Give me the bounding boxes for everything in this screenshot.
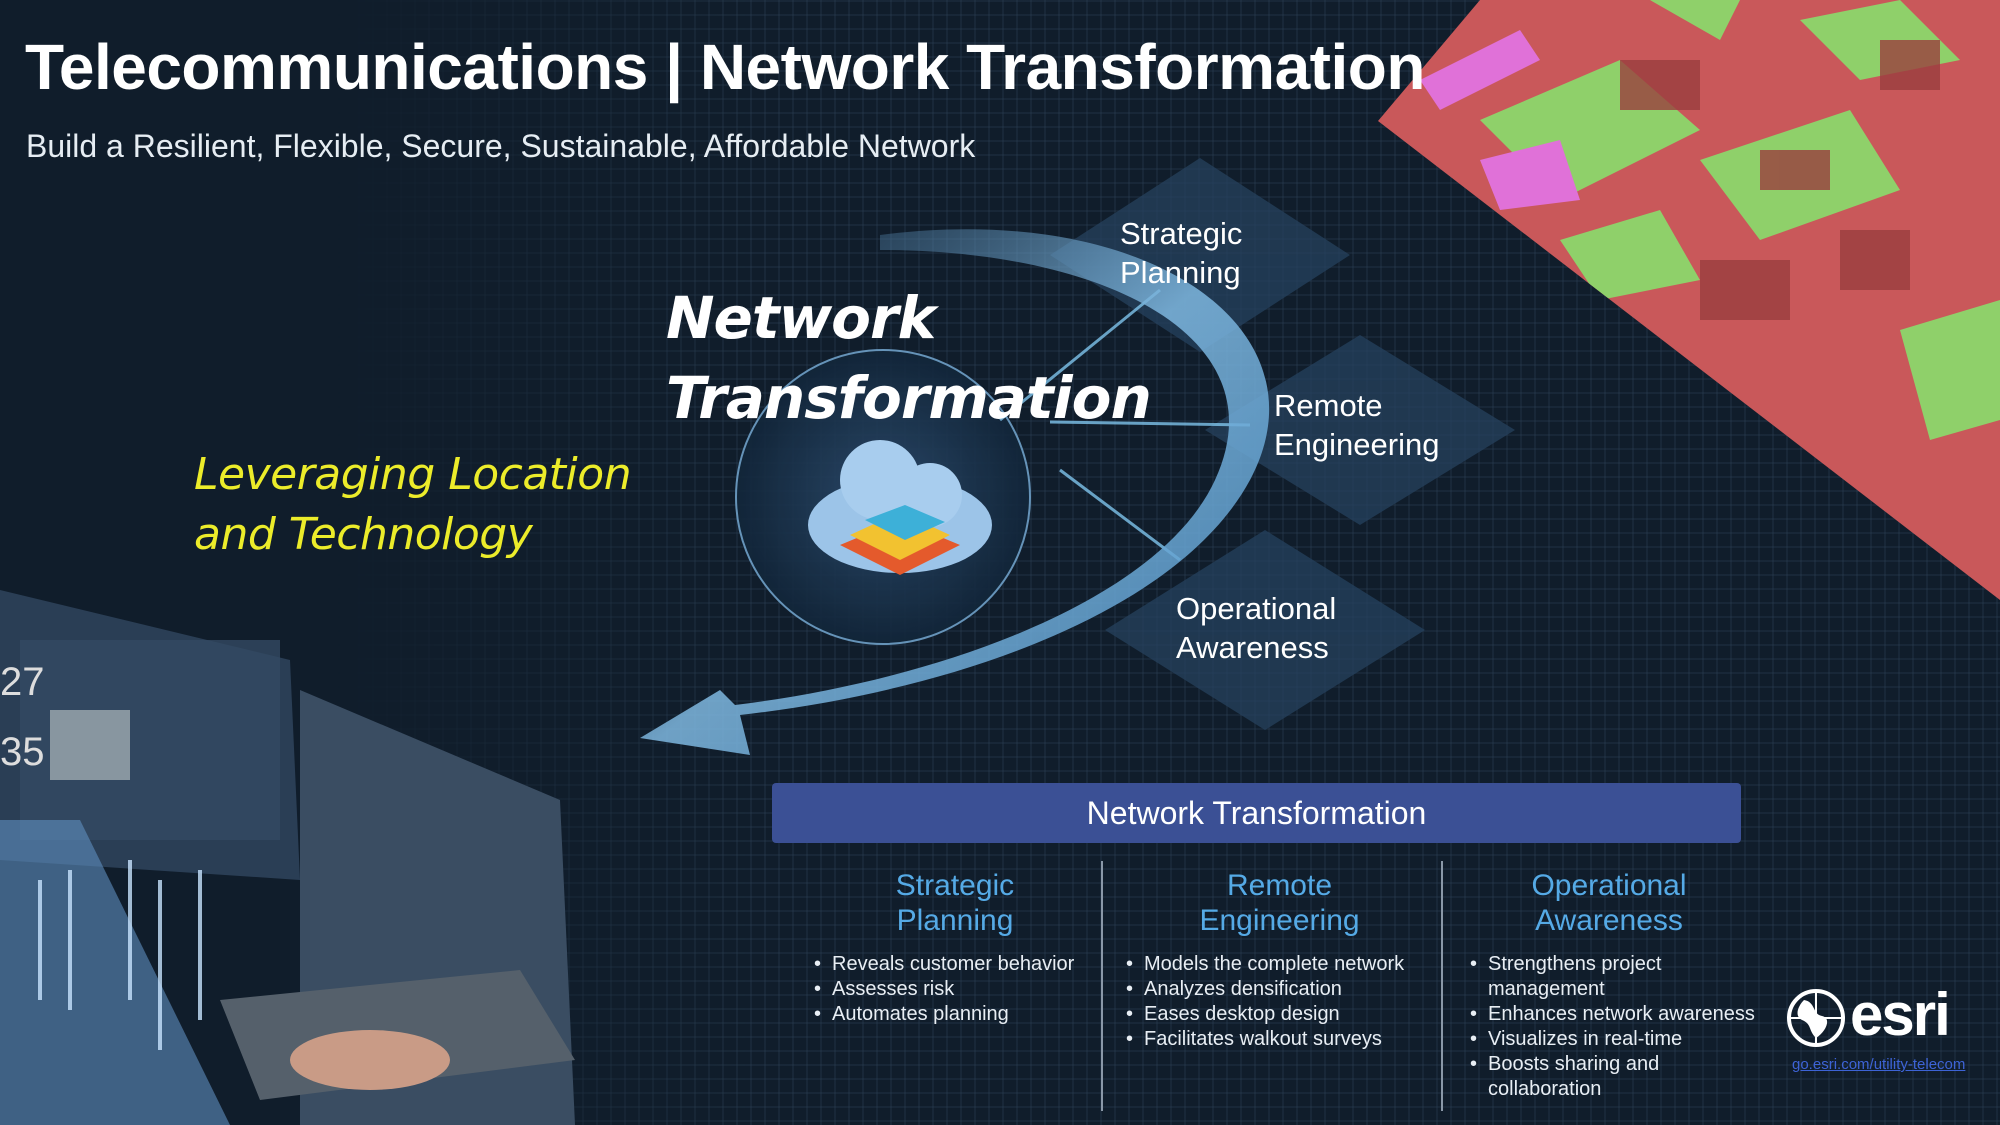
diamond-label: Operational <box>1176 591 1337 626</box>
column-heading-line: Strategic <box>895 869 1015 902</box>
hero-title: Network Transformation <box>666 278 1152 438</box>
column-heading-line: Awareness <box>1535 904 1683 937</box>
page-title: Telecommunications | Network Transformat… <box>25 31 1425 103</box>
column-remote-engineering: Remote Engineering Models the complete n… <box>1122 868 1437 1052</box>
column-strategic-planning: Strategic Planning Reveals customer beha… <box>810 868 1100 1027</box>
svg-text:27: 27 <box>0 660 45 704</box>
network-transformation-banner: Network Transformation <box>772 783 1741 843</box>
diamond-operational-awareness: Operational Awareness <box>1176 589 1336 667</box>
esri-link[interactable]: go.esri.com/utility-telecom <box>1792 1056 1966 1073</box>
page-subtitle: Build a Resilient, Flexible, Secure, Sus… <box>26 128 976 164</box>
diamond-remote-engineering: Remote Engineering <box>1274 386 1439 464</box>
tagline-line2: and Technology <box>194 509 533 560</box>
column-heading: Remote Engineering <box>1122 868 1437 938</box>
city-map-image <box>1378 0 2000 600</box>
bullet-item: Strengthens project management <box>1470 952 1768 1002</box>
diamond-shapes <box>1050 158 1515 730</box>
bullet-item: Models the complete network <box>1126 952 1437 977</box>
bullet-item: Visualizes in real-time <box>1470 1027 1768 1052</box>
svg-text:35: 35 <box>0 730 45 774</box>
bullet-item: Analyzes densification <box>1126 977 1437 1002</box>
esri-logo: esri <box>1850 981 1951 1048</box>
bullet-item: Enhances network awareness <box>1470 1002 1768 1027</box>
column-heading: Operational Awareness <box>1466 868 1752 938</box>
column-heading-line: Engineering <box>1199 904 1360 937</box>
esri-globe-icon <box>1787 989 1845 1047</box>
bullet-item: Boosts sharing and collaboration <box>1470 1052 1768 1102</box>
curved-arrow <box>640 229 1270 755</box>
tagline-line1: Leveraging Location <box>194 449 632 500</box>
bullet-list: Models the complete network Analyzes den… <box>1122 952 1437 1052</box>
bullet-item: Assesses risk <box>814 977 1100 1002</box>
column-heading: Strategic Planning <box>810 868 1100 938</box>
bullet-list: Strengthens project management Enhances … <box>1466 952 1768 1102</box>
hero-title-line1: Network <box>666 284 936 352</box>
bullet-item: Eases desktop design <box>1126 1002 1437 1027</box>
diamond-label: Planning <box>1120 255 1241 290</box>
column-heading-line: Planning <box>896 904 1014 937</box>
column-divider <box>1101 861 1103 1111</box>
column-heading-line: Operational <box>1531 869 1687 902</box>
diamond-label: Strategic <box>1120 216 1243 251</box>
cloud-icon <box>808 440 992 575</box>
bullet-item: Automates planning <box>814 1002 1100 1027</box>
diamond-strategic-planning: Strategic Planning <box>1120 214 1242 292</box>
bullet-item: Reveals customer behavior <box>814 952 1100 977</box>
diamond-label: Awareness <box>1176 630 1329 665</box>
column-operational-awareness: Operational Awareness Strengthens projec… <box>1466 868 1766 1102</box>
bullet-item: Facilitates walkout surveys <box>1126 1027 1437 1052</box>
column-heading-line: Remote <box>1226 869 1333 902</box>
diamond-label: Engineering <box>1274 427 1440 462</box>
hero-title-line2: Transformation <box>666 364 1152 432</box>
tagline: Leveraging Location and Technology <box>194 445 632 565</box>
diamond-label: Remote <box>1274 388 1383 423</box>
column-divider <box>1441 861 1443 1111</box>
bullet-list: Reveals customer behavior Assesses risk … <box>810 952 1100 1027</box>
workstation-photo: 27 35 <box>0 590 575 1125</box>
